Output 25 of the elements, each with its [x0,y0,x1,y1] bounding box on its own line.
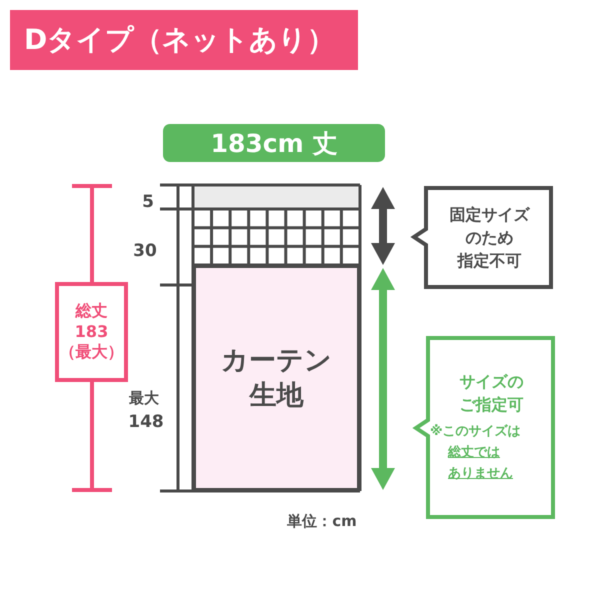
node-text: ご指定可 [460,394,524,416]
title-banner: Dタイプ（ネットあり） [10,10,358,70]
callout-box [410,186,553,289]
node-text: 生地 [250,379,304,413]
node-text: 総丈 [76,300,108,322]
fabric-panel [193,265,360,491]
note-text: 総丈では [448,444,500,462]
dimension-label: 30 [132,241,158,261]
callout-box [412,336,555,519]
total-length-box [55,282,128,382]
node-text: 183cm 丈 [210,128,338,160]
node-text: カーテン [221,344,332,378]
dimension-label: 148 [127,412,165,432]
unit-note: 単位：cm [286,511,358,531]
note-text: ありません [448,465,513,484]
node-text: 固定サイズ [450,204,530,226]
node-text: （最大） [60,342,124,364]
node-text: 183 [74,322,108,342]
dimension-label: 最大 [128,388,160,408]
dimension-label: 5 [141,192,155,212]
note-text: ※このサイズは [430,423,521,442]
node-text: サイズの [460,371,524,394]
node-text: 指定不可 [458,250,522,272]
size-pill [163,124,385,162]
node-text: のため [466,226,514,249]
